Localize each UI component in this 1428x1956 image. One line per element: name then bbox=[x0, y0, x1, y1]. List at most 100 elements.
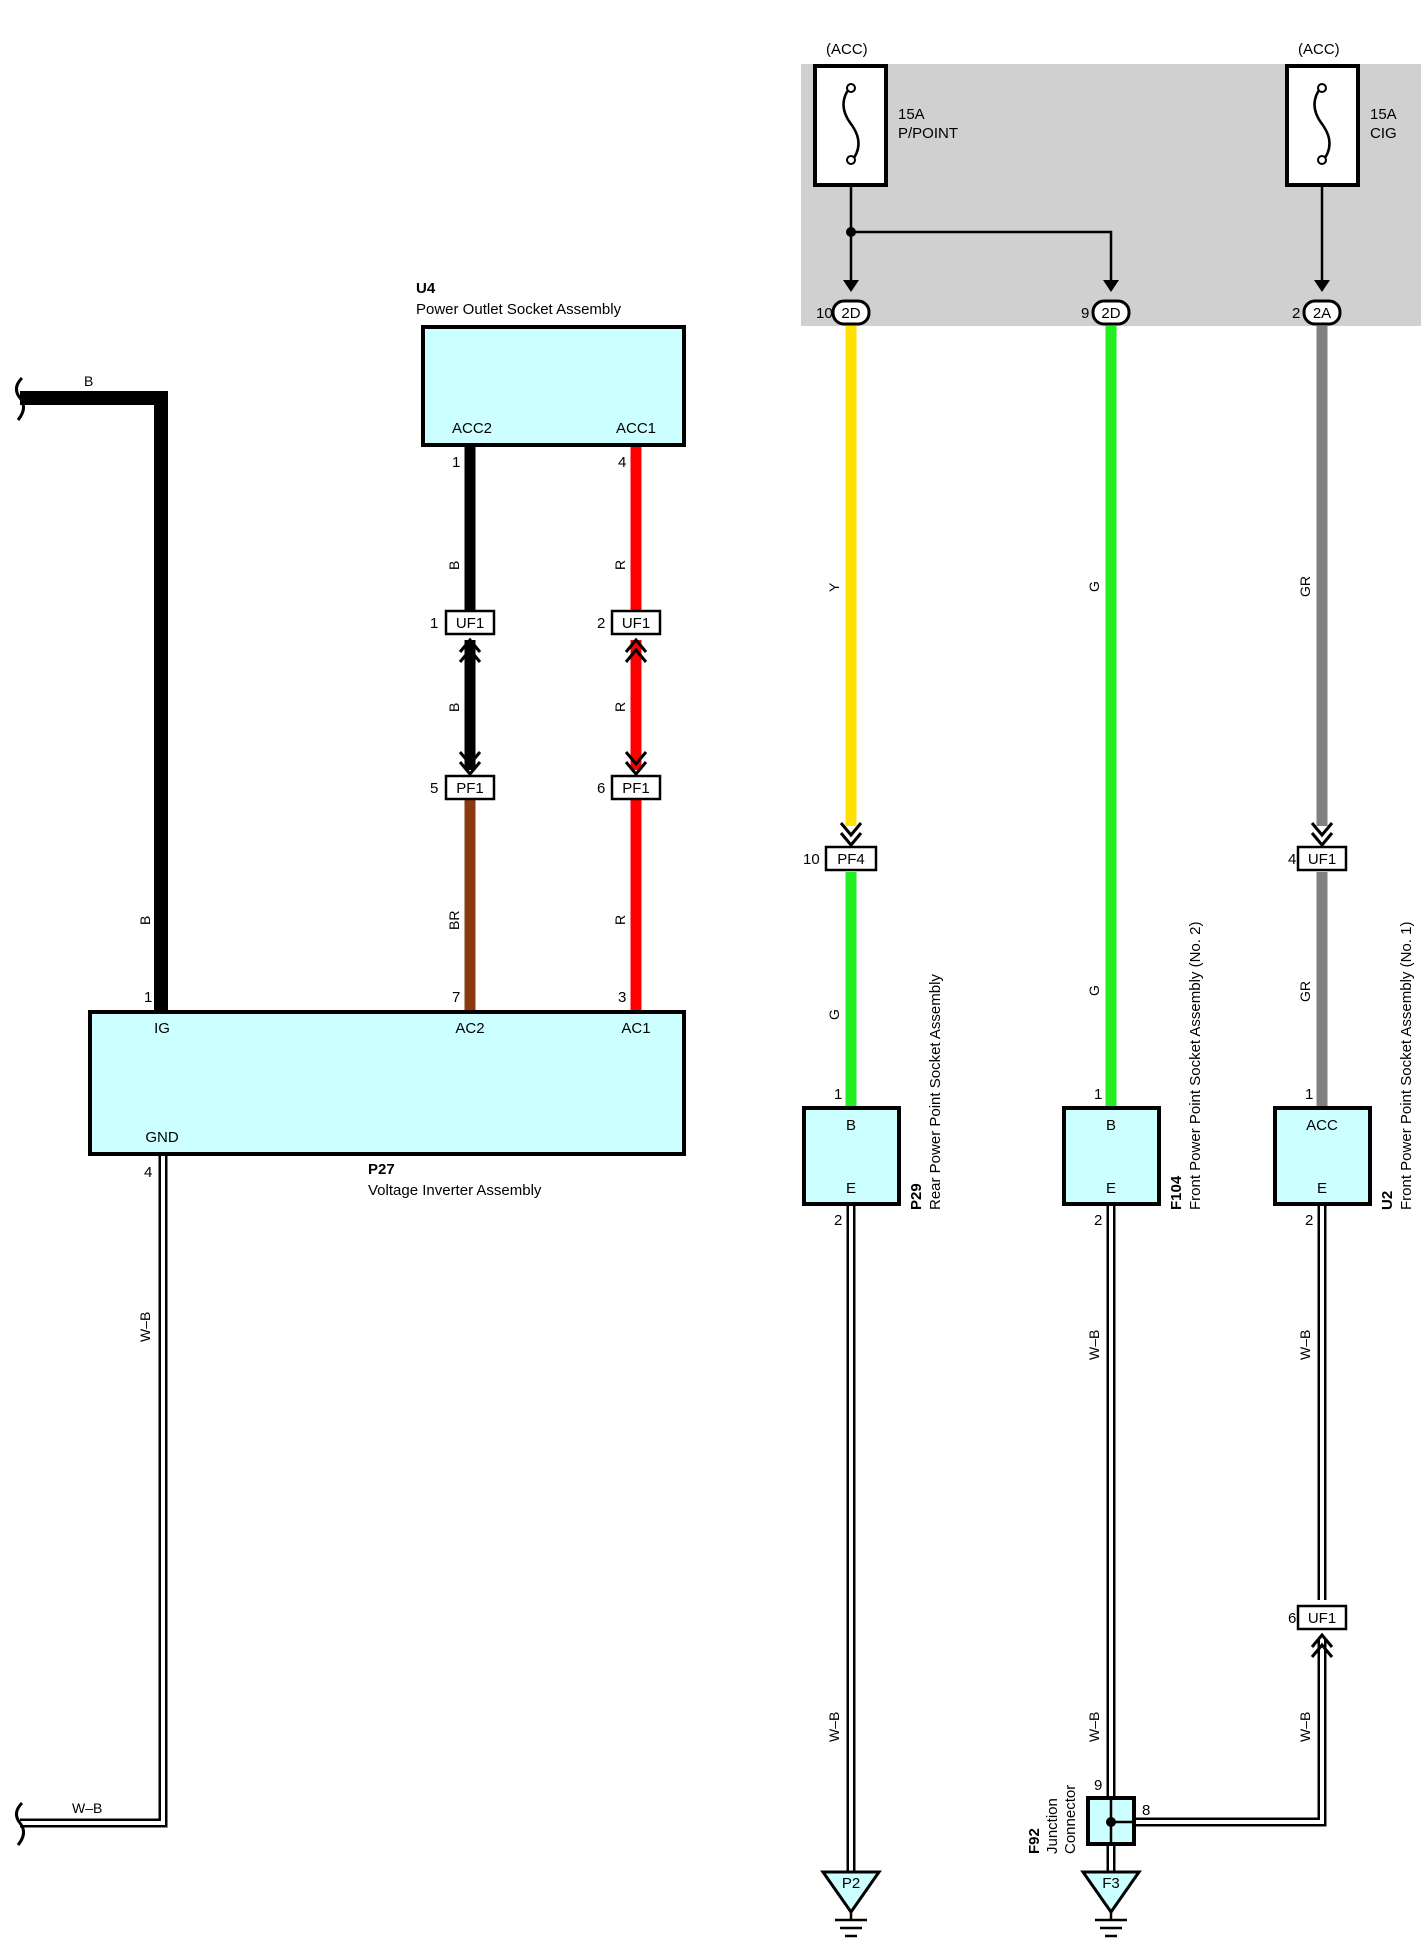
inline-connector-4-uf1: 4 UF1 bbox=[1288, 822, 1348, 872]
wire-label-wb-f104-1: W–B bbox=[1086, 1330, 1102, 1360]
wire-label-gr-2: GR bbox=[1297, 981, 1313, 1002]
wire-wb-f92-outer bbox=[1136, 1640, 1327, 1827]
connector-code: 2D bbox=[841, 305, 860, 322]
fuse-name: P/POINT bbox=[898, 125, 958, 142]
jb-connector-9-2d: 9 2D bbox=[1081, 299, 1131, 326]
component-box bbox=[1062, 1106, 1161, 1206]
wires bbox=[20, 326, 1328, 1106]
arrow-fuse1-branch bbox=[1103, 280, 1119, 292]
connector-code: PF1 bbox=[622, 780, 650, 797]
break-mark-top bbox=[15, 376, 25, 421]
pin-number: 10 bbox=[816, 305, 833, 322]
terminal-e: E bbox=[1317, 1180, 1327, 1197]
wire-label-wb-p29: W–B bbox=[826, 1712, 842, 1742]
component-code: F92 bbox=[1026, 1828, 1043, 1854]
wire-label-y: Y bbox=[826, 582, 842, 592]
ground-triangle bbox=[1080, 1870, 1142, 1915]
component-u4: U4 Power Outlet Socket Assembly ACC2 ACC… bbox=[416, 280, 686, 471]
component-name: Voltage Inverter Assembly bbox=[368, 1182, 542, 1199]
pin-e: 2 bbox=[1305, 1212, 1313, 1229]
component-p29: B E 1 2 P29 Rear Power Point Socket Asse… bbox=[802, 974, 944, 1229]
connector-arrow-up bbox=[1310, 1632, 1334, 1658]
terminal-gnd: GND bbox=[145, 1129, 179, 1146]
inline-connector-10-pf4: 10 PF4 bbox=[803, 822, 878, 872]
wire-label-g-f104-2: G bbox=[1086, 985, 1102, 996]
inline-connector-2-uf1: 2 UF1 bbox=[597, 609, 662, 663]
pin-b: 1 bbox=[1094, 1086, 1102, 1103]
fuse-supply: (ACC) bbox=[1298, 41, 1340, 58]
component-code: U4 bbox=[416, 280, 436, 297]
arrow-fuse2 bbox=[1314, 280, 1330, 292]
connector-code: 2A bbox=[1313, 305, 1331, 322]
ground-p2: P2 bbox=[820, 1870, 882, 1938]
jb-connector-2-2a: 2 2A bbox=[1292, 299, 1342, 326]
pin-number: 2 bbox=[1292, 305, 1300, 322]
pin-e: 2 bbox=[834, 1212, 842, 1229]
terminal-e: E bbox=[1106, 1180, 1116, 1197]
fuse1-branch bbox=[851, 230, 1113, 290]
pin-number: 10 bbox=[803, 851, 820, 868]
ground-lines bbox=[835, 1912, 867, 1938]
pin-ig: 1 bbox=[144, 989, 152, 1006]
ground-code: F3 bbox=[1102, 1875, 1120, 1892]
wire-label-g-p29: G bbox=[826, 1009, 842, 1020]
connector-box bbox=[610, 609, 662, 636]
fuse-rating: 15A bbox=[1370, 106, 1397, 123]
connector-arrow-down bbox=[624, 751, 648, 777]
junction-dot bbox=[1106, 1817, 1116, 1827]
connector-code: PF4 bbox=[837, 851, 865, 868]
pin-number: 9 bbox=[1081, 305, 1089, 322]
terminal-acc1: ACC1 bbox=[616, 420, 656, 437]
arrow-fuse1 bbox=[843, 280, 859, 292]
component-u2: ACC E 1 2 U2 Front Power Point Socket As… bbox=[1273, 922, 1415, 1229]
component-code: F104 bbox=[1168, 1175, 1185, 1210]
connector-arrow-up bbox=[458, 637, 482, 663]
connector-oval bbox=[831, 299, 871, 326]
component-name: Front Power Point Socket Assembly (No. 1… bbox=[1398, 922, 1415, 1210]
pin-number: 6 bbox=[1288, 1610, 1296, 1627]
wire-b-ig bbox=[20, 391, 168, 1012]
pin-gnd: 4 bbox=[144, 1164, 152, 1181]
pin-top: 9 bbox=[1094, 1777, 1102, 1794]
connector-code: UF1 bbox=[1308, 1610, 1336, 1627]
terminal-acc: ACC bbox=[1306, 1117, 1338, 1134]
terminal-ac2: AC2 bbox=[455, 1020, 484, 1037]
wire-label-wb-u2-2: W–B bbox=[1297, 1712, 1313, 1742]
fuse-body bbox=[813, 64, 888, 187]
connector-arrow-down bbox=[1310, 822, 1334, 848]
wire-label-gr-1: GR bbox=[1297, 576, 1313, 597]
component-code: P29 bbox=[908, 1183, 925, 1210]
ground-code: P2 bbox=[842, 1875, 860, 1892]
connector-oval bbox=[1302, 299, 1342, 326]
component-f92: 9 8 F92 Junction Connector bbox=[1026, 1777, 1150, 1854]
connector-code: 2D bbox=[1101, 305, 1120, 322]
connector-code: UF1 bbox=[622, 615, 650, 632]
wire-label-wb-f104-2: W–B bbox=[1086, 1712, 1102, 1742]
connector-arrow-up bbox=[624, 637, 648, 663]
connector-box bbox=[444, 609, 496, 636]
fuse-p-point: (ACC) 15A P/POINT bbox=[813, 41, 958, 187]
component-box bbox=[88, 1010, 686, 1156]
connector-box bbox=[1296, 1604, 1348, 1631]
fuse-supply: (ACC) bbox=[826, 41, 868, 58]
component-box bbox=[1273, 1106, 1372, 1206]
wb-wires bbox=[20, 1154, 1327, 1872]
connector-code: UF1 bbox=[1308, 851, 1336, 868]
wire-label-r1: R bbox=[612, 560, 628, 570]
wire-label-wb-bottom: W–B bbox=[72, 1800, 102, 1816]
pin-ac2: 7 bbox=[452, 989, 460, 1006]
pin-number: 5 bbox=[430, 780, 438, 797]
connector-oval bbox=[1091, 299, 1131, 326]
ground-lines bbox=[1095, 1912, 1127, 1938]
wire-label-b-left: B bbox=[137, 916, 153, 925]
terminal-b: B bbox=[1106, 1117, 1116, 1134]
wire-label-b-top: B bbox=[84, 373, 93, 389]
jb-connector-10-2d: 10 2D bbox=[816, 299, 871, 326]
connector-code: PF1 bbox=[456, 780, 484, 797]
terminal-e: E bbox=[846, 1180, 856, 1197]
wire-labels: B B W–B W–B B B BR R R R Y G W–B G G W–B… bbox=[72, 373, 1313, 1816]
wire-label-wb-u2-1: W–B bbox=[1297, 1330, 1313, 1360]
wire-label-wb-left: W–B bbox=[137, 1312, 153, 1342]
component-code: U2 bbox=[1379, 1191, 1396, 1210]
